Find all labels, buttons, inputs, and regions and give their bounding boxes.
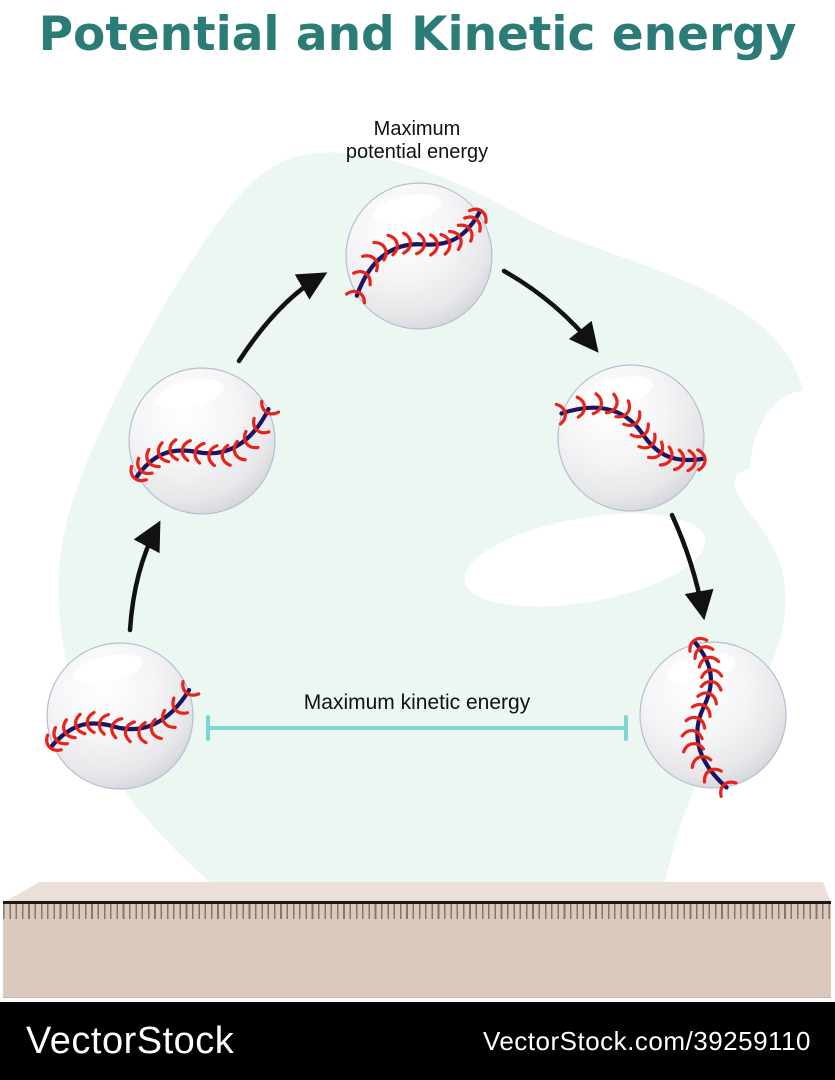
trajectory-arrow-icon (669, 512, 714, 621)
ground-top-face (4, 882, 831, 902)
ground-hatch-marks (3, 904, 831, 919)
blob-notch (750, 390, 835, 554)
trajectory-arrow-icon (127, 520, 161, 633)
kinetic-range-line (206, 715, 628, 741)
trajectory-arrow-icon (501, 268, 599, 353)
page-title: Potential and Kinetic energy (38, 7, 797, 62)
ground-edge-line (3, 901, 831, 904)
background-blob (58, 152, 805, 882)
max-potential-energy-line2: potential energy (345, 141, 489, 163)
vectorstock-logo: VectorStock (26, 1019, 235, 1062)
blob-notch (464, 513, 706, 607)
watermark-bar: VectorStock VectorStock.com/39259110 (0, 1002, 835, 1080)
max-potential-energy-label: Maximum potential energy (217, 118, 617, 164)
vectorstock-credit: VectorStock.com/39259110 (482, 1025, 811, 1056)
max-potential-energy-line1: Maximum (373, 118, 461, 140)
baseball-icon (346, 182, 492, 330)
max-kinetic-energy-label: Maximum kinetic energy (303, 691, 531, 714)
ground-surface (0, 882, 835, 1000)
trajectory-arrow-icon (236, 272, 328, 364)
ground-front-face (3, 904, 831, 998)
